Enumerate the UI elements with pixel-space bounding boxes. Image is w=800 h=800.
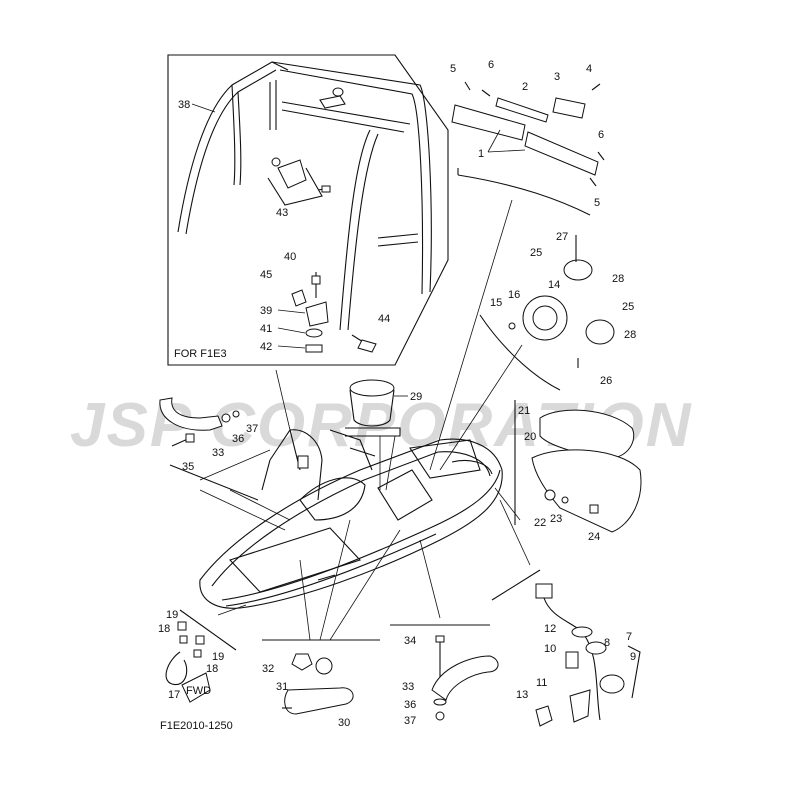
- callout-36-left: 36: [232, 433, 244, 445]
- callout-5-right: 5: [594, 197, 600, 209]
- callout-15: 15: [490, 297, 502, 309]
- callout-13: 13: [516, 689, 528, 701]
- callout-18-top: 18: [158, 623, 170, 635]
- callout-40: 40: [284, 251, 296, 263]
- callout-37-bottom: 37: [404, 715, 416, 727]
- cup-holder: 29: [345, 379, 422, 437]
- leader-lines: [199, 199, 531, 641]
- callout-36-bottom: 36: [404, 699, 416, 711]
- tower-frame: [177, 61, 432, 331]
- callout-16: 16: [508, 289, 520, 301]
- inset-caption: FOR F1E3: [174, 348, 227, 360]
- clamp-ring-group: 27 25 28 14 16 15 25 28 26: [479, 231, 636, 391]
- callout-30: 30: [338, 717, 350, 729]
- boat-hull: [199, 428, 503, 609]
- rub-rail-group: 5 6 2 3 4 1 6 5: [450, 59, 605, 216]
- callout-44: 44: [378, 313, 390, 325]
- grab-handle-left: 35 33 36 37: [159, 397, 258, 473]
- callout-29: 29: [410, 391, 422, 403]
- callout-45: 45: [260, 269, 272, 281]
- tower-inset: FOR F1E3: [167, 54, 449, 366]
- section-separators: [169, 168, 541, 651]
- tower-clamp: [267, 157, 331, 206]
- callout-19-right: 19: [212, 651, 224, 663]
- callout-34: 34: [404, 635, 416, 647]
- callout-35: 35: [182, 461, 194, 473]
- callout-22: 22: [534, 517, 546, 529]
- callout-2: 2: [522, 81, 528, 93]
- callout-11: 11: [536, 677, 547, 689]
- tower-base-hardware: [291, 272, 377, 353]
- callout-23: 23: [550, 513, 562, 525]
- callout-33-left: 33: [212, 447, 224, 459]
- callout-42: 42: [260, 341, 272, 353]
- horn-wiring-group: 12 7 8 9 10 11 13: [516, 583, 641, 727]
- callout-37-left: 37: [246, 423, 258, 435]
- callout-33-bottom: 33: [402, 681, 414, 693]
- callout-17: 17: [168, 689, 180, 701]
- fwd-tag-text: FWD: [186, 685, 211, 697]
- callout-26: 26: [600, 375, 612, 387]
- callout-21: 21: [518, 405, 530, 417]
- callout-19-top: 19: [166, 609, 178, 621]
- callout-43: 43: [276, 207, 288, 219]
- callout-10: 10: [544, 643, 556, 655]
- callout-38: 38: [178, 99, 190, 111]
- callout-41: 41: [260, 323, 272, 335]
- callout-28-right: 28: [624, 329, 636, 341]
- callout-24: 24: [588, 531, 600, 543]
- callout-20: 20: [524, 431, 536, 443]
- callout-8: 8: [604, 637, 610, 649]
- callout-6-top: 6: [488, 59, 494, 71]
- callout-27: 27: [556, 231, 568, 243]
- callout-12: 12: [544, 623, 556, 635]
- fittings-group: FWD 19 18 19 18 17: [158, 609, 224, 703]
- callout-18-right: 18: [206, 663, 218, 675]
- callout-5-top: 5: [450, 63, 456, 75]
- grab-handle-bottom: 34 33 36 37: [402, 635, 499, 727]
- callout-1: 1: [478, 148, 484, 160]
- callout-14: 14: [548, 279, 560, 291]
- callout-25-right: 25: [622, 301, 634, 313]
- callout-7: 7: [626, 631, 632, 643]
- callout-28-top: 28: [612, 273, 624, 285]
- handle-bottom: 32 31 30: [262, 653, 354, 729]
- callout-6-right: 6: [598, 129, 604, 141]
- callout-32: 32: [262, 663, 274, 675]
- callout-4: 4: [586, 63, 592, 75]
- callout-9: 9: [630, 651, 636, 663]
- callout-25-top: 25: [530, 247, 542, 259]
- drawing-code: F1E2010-1250: [160, 720, 233, 732]
- seat-cushion-group: 21 20 22 23 24: [514, 400, 642, 543]
- callout-3: 3: [554, 71, 560, 83]
- callout-39: 39: [260, 305, 272, 317]
- callout-31: 31: [276, 681, 288, 693]
